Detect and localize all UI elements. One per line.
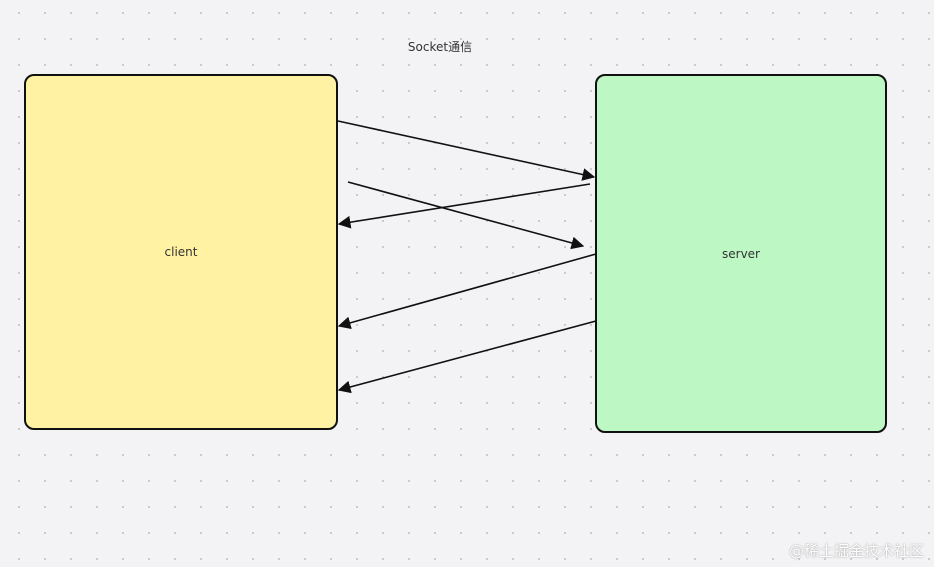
server-label: server <box>722 246 760 261</box>
diagram-title: Socket通信 <box>407 40 473 54</box>
server-node[interactable]: server <box>595 74 887 433</box>
edge-client-to-server-1[interactable] <box>337 120 596 181</box>
edge-server-to-client-2[interactable] <box>337 253 597 330</box>
watermark: @稀土掘金技术社区 <box>788 542 924 560</box>
client-label: client <box>164 245 198 259</box>
client-node[interactable]: client <box>24 74 338 430</box>
edge-server-to-client-1[interactable] <box>337 183 591 229</box>
edge-client-to-server-2[interactable] <box>347 181 585 250</box>
edge-server-to-client-3[interactable] <box>337 320 597 394</box>
